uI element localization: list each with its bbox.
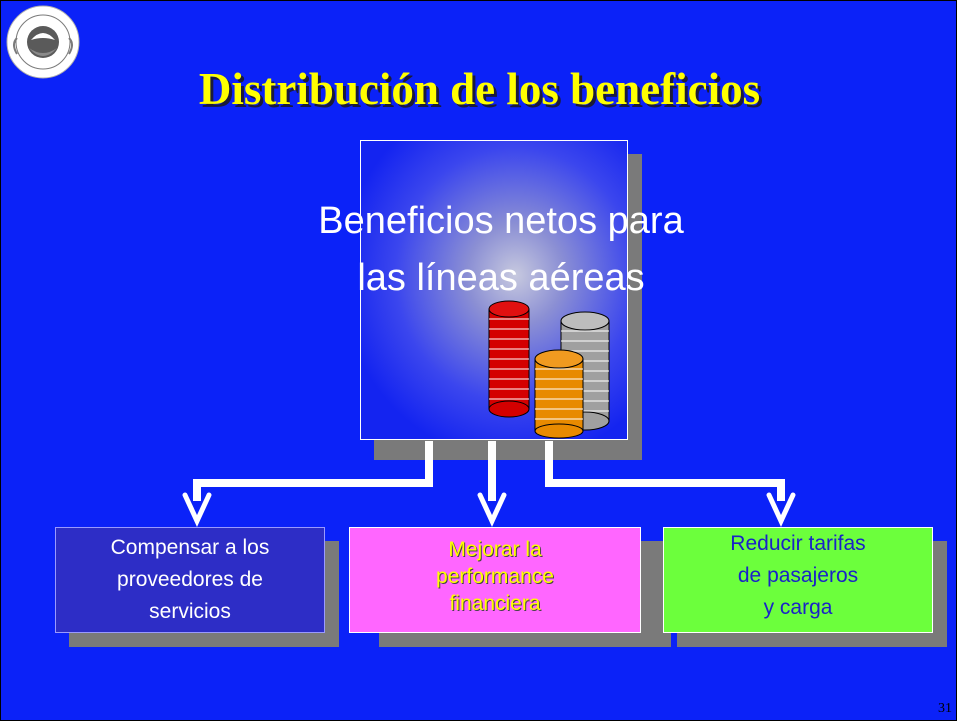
arrow-right-head	[766, 492, 796, 527]
box-2-line-3: financiera	[449, 592, 541, 615]
coin-stacks-icon	[488, 300, 610, 439]
box-2-line-1: Mejorar la	[448, 538, 542, 561]
center-box-line-2: las líneas aéreas	[357, 257, 645, 299]
box-2-line-2: performance	[436, 565, 554, 588]
box-1-line-3: servicios	[149, 600, 231, 623]
slide-title: Distribución de los beneficios	[198, 64, 761, 114]
center-box-label: Beneficios netos para las líneas aéreas	[201, 193, 801, 307]
box-3-line-2: de pasajeros	[737, 564, 859, 587]
arrow-center-head	[477, 492, 507, 527]
box-1-line-1: Compensar a los	[110, 536, 270, 559]
box-reducir: Reducir tarifas de pasajeros y carga	[663, 527, 933, 633]
arrow-left-connector	[193, 441, 433, 501]
box-3-line-1: Reducir tarifas	[730, 532, 866, 555]
icao-emblem-icon	[6, 5, 80, 79]
box-compensar: Compensar a los proveedores de servicios	[55, 527, 325, 633]
arrow-right-connector	[545, 441, 785, 501]
box-mejorar: Mejorar la performance financiera	[349, 527, 641, 633]
page-number: 31	[938, 701, 952, 716]
box-3-line-3: y carga	[763, 596, 833, 619]
box-1-line-2: proveedores de	[117, 568, 263, 591]
arrow-left-head	[182, 492, 212, 527]
center-box-line-1: Beneficios netos para	[318, 200, 684, 242]
